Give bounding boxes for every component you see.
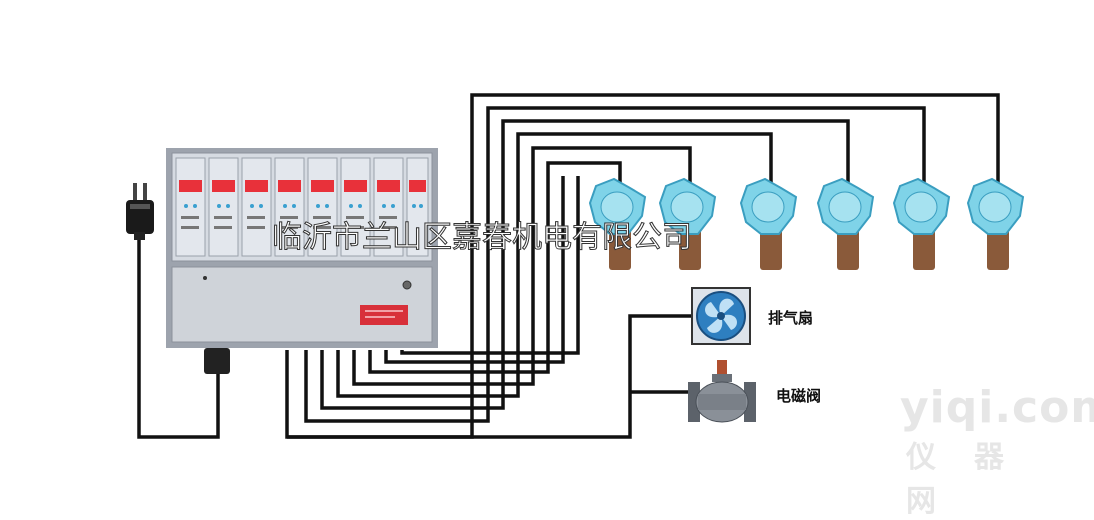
solenoid-valve-label: 电磁阀 (776, 387, 822, 405)
wire-fan (287, 314, 692, 439)
red-nameplate (360, 305, 408, 325)
gas-alarm-system-diagram (126, 93, 1025, 439)
wire-detector-2 (352, 146, 692, 386)
channel-module (307, 157, 338, 257)
channel-module (340, 157, 371, 257)
wire-power (137, 235, 220, 439)
wire-detector-3 (336, 132, 773, 398)
gas-detector (588, 177, 647, 270)
gas-detector (892, 177, 951, 270)
watermark-cn: 仪器网 (906, 440, 1042, 519)
channel-module (373, 157, 404, 257)
channel-module (175, 157, 206, 257)
key-lock (402, 280, 412, 290)
power-plug (126, 183, 154, 240)
exhaust-fan-label: 排气扇 (768, 309, 814, 327)
channel-module (208, 157, 239, 257)
wire-detector-1 (368, 161, 622, 374)
channel-module (241, 157, 272, 257)
wire-bus-b (400, 176, 580, 355)
channel-module (274, 157, 305, 257)
gas-detector (658, 177, 717, 270)
wire-detector-6 (285, 93, 1000, 439)
wire-detector-5 (304, 106, 926, 423)
wire-detector-4 (320, 119, 850, 410)
signal-wires (137, 93, 1000, 439)
gas-detector (816, 177, 875, 270)
wire-bus-a (384, 176, 565, 364)
channel-modules (175, 157, 429, 257)
solenoid-valve (688, 360, 756, 423)
indicator-led (203, 276, 207, 280)
gas-detector (966, 177, 1025, 270)
cable-gland (204, 348, 230, 374)
alarm-controller (166, 148, 438, 374)
exhaust-fan (691, 287, 751, 345)
channel-module (406, 157, 429, 257)
gas-detectors (588, 177, 1025, 270)
watermark-en: yiqi.com (900, 382, 1094, 433)
gas-detector (739, 177, 798, 270)
company-name-overlay: 临沂市兰山区嘉春机电有限公司 (272, 220, 693, 256)
